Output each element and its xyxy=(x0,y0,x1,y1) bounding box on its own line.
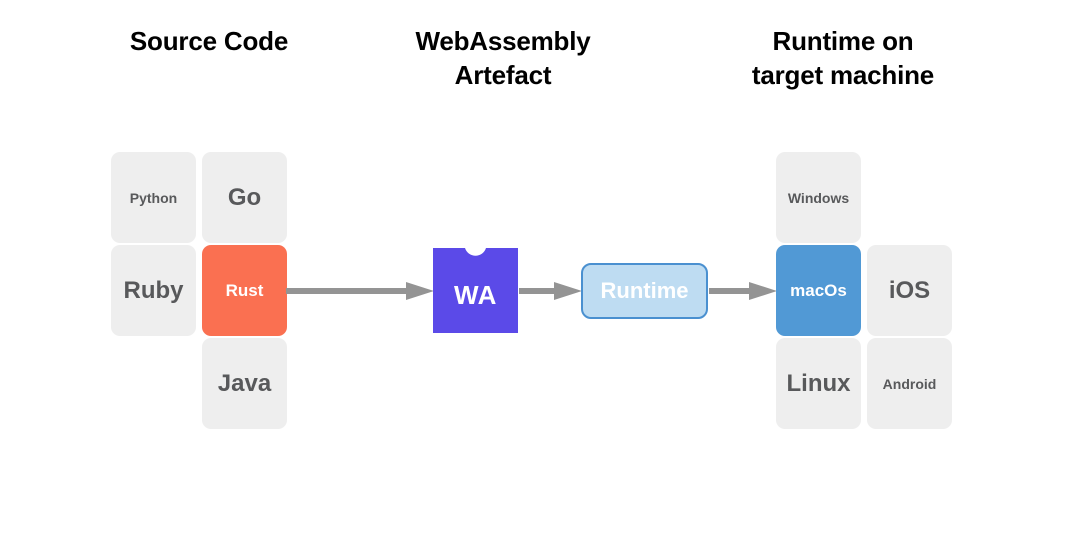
tile-label: Python xyxy=(129,189,178,206)
runtime-box[interactable]: Runtime xyxy=(581,263,708,319)
tile-rust[interactable]: Rust xyxy=(202,245,287,336)
tile-label: Android xyxy=(882,375,937,392)
column-heading-webassembly-artefact: WebAssembly Artefact xyxy=(415,26,591,91)
runtime-label: Runtime xyxy=(600,278,689,303)
arrow-runtime-to-macos xyxy=(709,282,777,300)
column-heading-source-code: Source Code xyxy=(129,26,289,56)
webassembly-puzzle-icon[interactable] xyxy=(433,248,518,333)
tile-windows[interactable]: Windows xyxy=(776,152,861,243)
tile-ruby[interactable]: Ruby xyxy=(111,245,196,336)
tile-label: Ruby xyxy=(123,276,184,304)
tile-label: macOs xyxy=(790,280,847,300)
tile-linux[interactable]: Linux xyxy=(776,338,861,429)
arrow-rust-to-wasm xyxy=(286,282,434,300)
tile-go[interactable]: Go xyxy=(202,152,287,243)
tile-label: Windows xyxy=(787,189,850,206)
tile-android[interactable]: Android xyxy=(867,338,952,429)
tile-label: iOS xyxy=(888,276,931,304)
tile-label: Rust xyxy=(225,280,264,300)
tile-empty-source xyxy=(111,338,196,429)
tile-ios[interactable]: iOS xyxy=(867,245,952,336)
tile-python[interactable]: Python xyxy=(111,152,196,243)
target-platform-tile-grid: Windows macOs iOS Linux Android xyxy=(776,152,952,429)
tile-label: Go xyxy=(227,183,262,211)
arrow-wasm-to-runtime xyxy=(519,282,582,300)
tile-label: Linux xyxy=(786,369,851,397)
tile-label: Java xyxy=(217,369,272,397)
source-code-tile-grid: Python Go Ruby Rust Java xyxy=(111,152,287,429)
column-heading-runtime-on-target-machine: Runtime on target machine xyxy=(751,26,935,91)
tile-java[interactable]: Java xyxy=(202,338,287,429)
tile-macos[interactable]: macOs xyxy=(776,245,861,336)
tile-empty-platform xyxy=(867,152,952,243)
